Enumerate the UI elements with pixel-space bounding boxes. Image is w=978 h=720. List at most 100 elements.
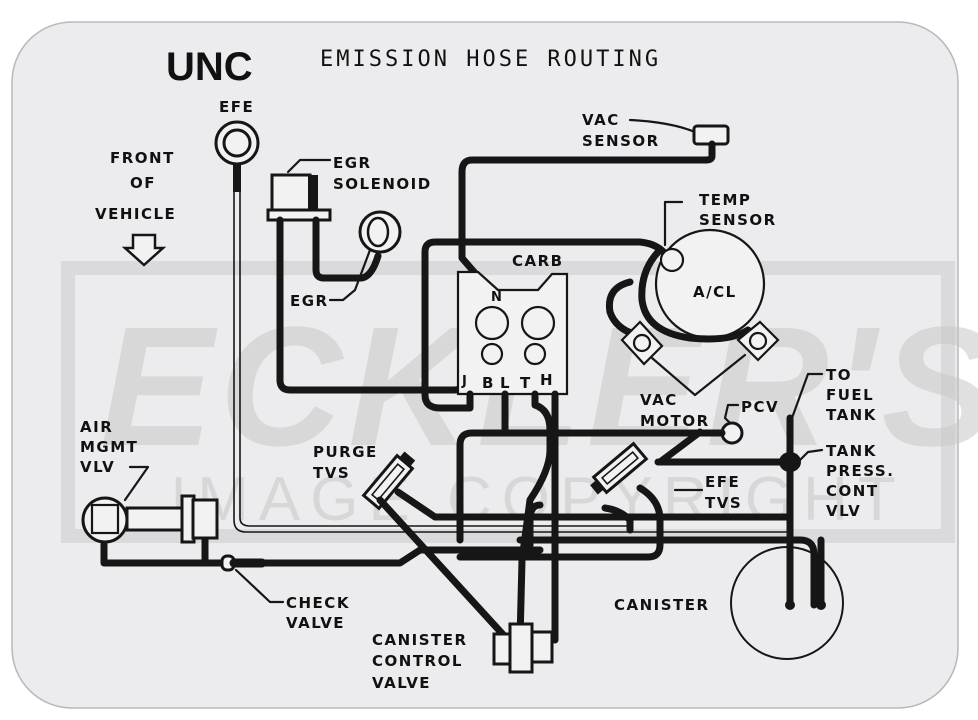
ccv-label-1: CANISTER [372, 631, 468, 649]
front-of-vehicle-indicator: FRONT OF VEHICLE [95, 149, 176, 267]
vehicle-label: VEHICLE [95, 205, 176, 223]
air-management-valve: AIR MGMT VLV [80, 418, 219, 544]
acl-mount-right-hole [748, 331, 768, 351]
efe-tvs-cap [590, 480, 604, 495]
efe-tvs-label-2: TVS [705, 494, 742, 512]
tank-press-label-3: CONT [826, 482, 879, 500]
check-valve-leader [234, 568, 285, 604]
efe-ring-inner [222, 128, 252, 158]
purge-tvs-stripe [370, 462, 406, 502]
ccv-label-3: VALVE [372, 674, 431, 692]
check-valve-label-2: VALVE [286, 614, 345, 632]
egr-solenoid-label-2: SOLENOID [333, 175, 432, 193]
to-fuel-tank-label-1: TO [826, 366, 852, 384]
front-label: FRONT [110, 149, 175, 167]
canister-port-left [785, 600, 795, 610]
temp-sensor-label-1: TEMP [699, 191, 751, 209]
efe-wire-a [233, 192, 790, 533]
carb-port-n: N [491, 290, 503, 305]
canister-body [730, 546, 844, 660]
purge-tvs-label-2: TVS [313, 464, 350, 482]
of-label: OF [130, 174, 156, 192]
purge-tvs-cap [399, 451, 416, 467]
efe-tvs: EFE TVS [590, 441, 742, 512]
vac-sensor-leader [628, 118, 697, 134]
ccv-body [508, 622, 534, 674]
hose-vac-sensor-carb [458, 140, 716, 292]
canister-label: CANISTER [614, 596, 710, 614]
vac-motor-label-1: VAC [640, 391, 678, 409]
hose-carb-j-loop [436, 390, 474, 412]
canister-control-valve: CANISTER CONTROL VALVE [372, 622, 554, 692]
efe-label: EFE [219, 98, 254, 116]
down-arrow-icon [121, 233, 167, 267]
air-mgmt-valve-core [90, 503, 120, 535]
watermark-frame [61, 261, 955, 543]
air-mgmt-label-3: VLV [80, 458, 115, 476]
to-fuel-tank-leader [790, 372, 824, 420]
tank-press-label-4: VLV [826, 502, 861, 520]
egr-solenoid-bracket [266, 208, 332, 222]
temp-sensor-port [659, 247, 685, 273]
air-mgmt-leader [123, 465, 150, 502]
hose-acl-side [605, 278, 644, 340]
watermark-notice: IMAGE COPYRIGHT [170, 465, 906, 534]
vac-motor-leader [650, 353, 747, 397]
ccv-label-2: CONTROL [372, 652, 463, 670]
carb-port-j: J [461, 374, 468, 389]
diagram-title: EMISSION HOSE ROUTING [320, 47, 661, 72]
efe-tvs-label-1: EFE [705, 473, 740, 491]
hose-efe-tvs-loop [456, 484, 664, 561]
carb-port-l: L [500, 374, 511, 392]
hose-solenoid-egr [312, 216, 382, 282]
air-mgmt-valve-diaphragm [191, 498, 219, 540]
temp-sensor-label-2: SENSOR [699, 211, 777, 229]
tank-pressure-control-valve [779, 452, 801, 472]
purge-tvs-body [361, 453, 415, 511]
vac-sensor-label-2: SENSOR [582, 132, 660, 150]
carburetor: CARB N J B L T H [456, 252, 569, 396]
egr-solenoid: EGR SOLENOID [266, 154, 432, 222]
vac-motor-label-2: MOTOR [640, 412, 710, 430]
ccv-right-port [530, 630, 554, 664]
egr-solenoid-body [270, 173, 312, 215]
acl-mount-left-hole [632, 333, 652, 353]
carb-port-h: H [540, 371, 554, 389]
hose-carb-t-ccv [516, 390, 554, 644]
hose-purge-tvs-ccv [376, 496, 512, 644]
carb-port-b: B [482, 374, 495, 392]
efe-tvs-stripe [600, 450, 640, 486]
air-mgmt-label-1: AIR [80, 418, 113, 436]
tank-press-label-1: TANK [826, 442, 877, 460]
check-valve-label-1: CHECK [286, 594, 350, 612]
unc-badge: UNC [166, 45, 253, 89]
efe-ring-outer [214, 120, 260, 166]
tank-press-label-2: PRESS. [826, 462, 894, 480]
carb-bore-secondary-right [523, 342, 547, 366]
tank-press-leader [798, 448, 824, 462]
acl-mount-right [736, 320, 780, 362]
hose-bundle-cross [526, 501, 544, 549]
vac-sensor-label-1: VAC [582, 111, 620, 129]
egr-solenoid-leader [286, 158, 332, 174]
canister: CANISTER [614, 536, 844, 660]
egr-valve: EGR [290, 210, 402, 310]
carb-port-t: T [520, 374, 532, 392]
pcv-leader [723, 403, 740, 427]
pcv-label: PCV [741, 398, 779, 416]
efe-heater: EFE [214, 98, 260, 192]
to-fuel-tank-label-3: TANK [826, 406, 877, 424]
carb-label: CARB [512, 252, 564, 270]
hose-carb-temp-sensor [421, 238, 672, 412]
egr-valve-inner [366, 216, 390, 248]
vac-sensor: VAC SENSOR [582, 111, 730, 150]
carb-bore-primary-left [474, 305, 510, 341]
efe-wire-b [239, 192, 630, 527]
hose-efe-tvs-pcv [656, 428, 704, 466]
hose-check-valve-bundle [258, 546, 544, 567]
temp-sensor-leader [663, 200, 684, 247]
efe-stem [233, 164, 241, 192]
air-cleaner-label: A/CL [693, 283, 737, 301]
purge-tvs-label-1: PURGE [313, 443, 378, 461]
hose-pcv-main [456, 429, 726, 544]
